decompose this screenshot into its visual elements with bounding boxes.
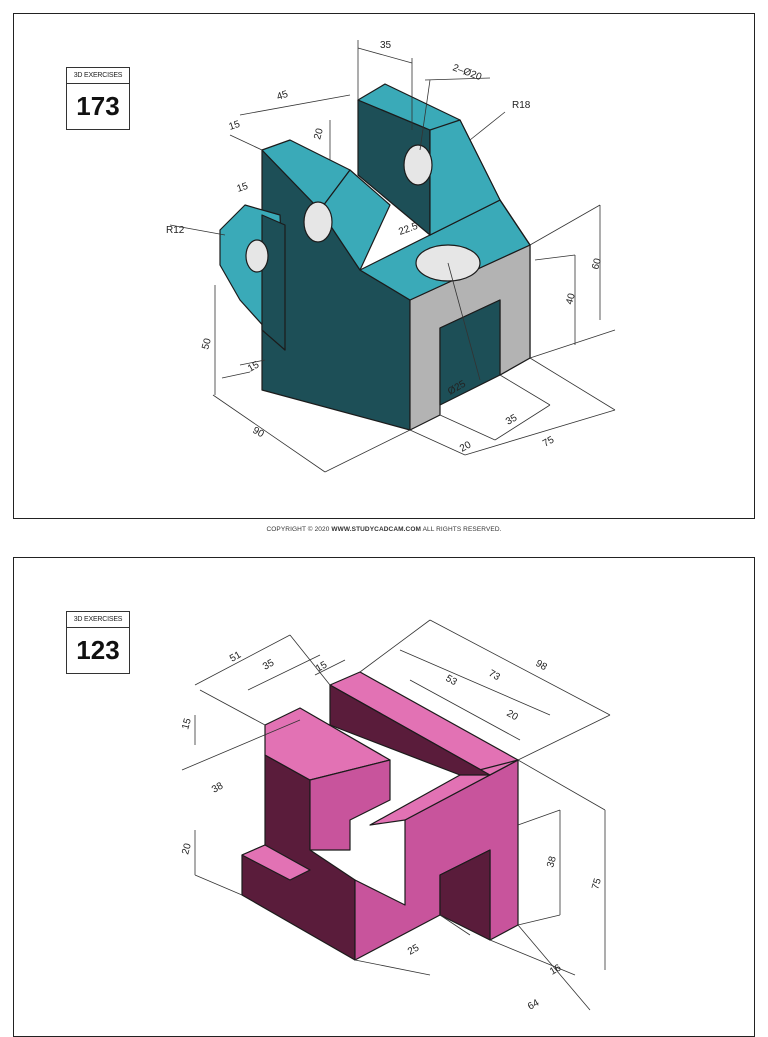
dim-label: 15: [236, 181, 250, 195]
dim-label: 15: [246, 359, 262, 374]
dim-label: 90: [251, 425, 267, 440]
dim-label: 75: [590, 877, 604, 891]
copyright-suffix: ALL RIGHTS RESERVED.: [422, 526, 502, 533]
dim-line: [194, 634, 331, 726]
dim-line: [229, 94, 351, 151]
dim-line: [469, 111, 506, 141]
dim-line: [447, 262, 481, 381]
exercise-number: 173: [76, 91, 120, 121]
part-123-body: [241, 671, 519, 961]
dim-line: [399, 649, 551, 741]
dim-line: [419, 77, 491, 151]
part-173-body: [219, 83, 531, 431]
dim-label: 25: [406, 942, 422, 957]
dim-label: 45: [276, 89, 290, 103]
part-173-hole-middle: [303, 201, 333, 243]
dim-label: 98: [534, 658, 550, 673]
part-123-inner-face: [309, 759, 391, 851]
dim-label: 73: [487, 668, 503, 683]
dim-label: 75: [541, 434, 557, 449]
badge-caption: 3D EXERCISES: [67, 68, 129, 84]
dim-label: 16: [548, 962, 564, 977]
copyright-site: WWW.STUDYCADCAM.COM: [331, 526, 422, 533]
dim-line: [169, 224, 226, 236]
dim-label: 60: [590, 257, 604, 271]
dim-line: [409, 357, 616, 456]
dim-label: 35: [261, 657, 277, 672]
dim-label: 20: [180, 842, 194, 856]
part-173-hole-lug: [245, 239, 269, 273]
dim-label: 38: [545, 855, 559, 869]
dim-line: [529, 204, 616, 359]
dim-label: 53: [444, 673, 460, 688]
part-173-lug-side: [261, 214, 286, 351]
part-173-dimension-labels: 35 2–Ø20 R18 45 15 20 15 R12 22.5 60 40 …: [166, 40, 604, 455]
exercise-number: 123: [76, 635, 120, 665]
dim-label: 15: [180, 717, 194, 731]
dim-label: 51: [228, 649, 244, 664]
dim-line: [354, 914, 576, 976]
dim-label: 64: [526, 997, 542, 1012]
dim-line: [221, 359, 266, 379]
part-123-dimension-lines: [181, 619, 611, 1011]
dim-label: 50: [200, 337, 214, 351]
part-173-hole-upper: [403, 144, 433, 186]
dim-label: 40: [564, 292, 578, 306]
dim-line: [517, 809, 561, 926]
dim-line: [247, 654, 346, 691]
dim-line: [517, 759, 606, 970]
copyright-prefix: COPYRIGHT © 2020: [266, 526, 330, 533]
dim-line: [194, 830, 243, 896]
part-173-front-rib-face: [319, 169, 391, 271]
dim-line: [359, 619, 611, 761]
dim-label: 20: [312, 127, 326, 141]
dim-label: R18: [512, 100, 531, 111]
dim-line: [181, 715, 301, 771]
part-123-dimension-labels: 51 35 15 98 73 53 20 15 38 20 38 75 25 1…: [180, 649, 604, 1012]
dim-label: 15: [228, 119, 242, 133]
dim-label: 35: [504, 412, 520, 427]
dim-label: 38: [210, 780, 226, 795]
part-173-rear-rib-face: [429, 119, 501, 236]
dim-label: 20: [458, 439, 474, 454]
dim-line: [212, 285, 411, 473]
badge-caption: 3D EXERCISES: [67, 612, 129, 628]
copyright-line: COPYRIGHT © 2020 WWW.STUDYCADCAM.COM ALL…: [0, 526, 768, 533]
exercise-badge: 3D EXERCISES 173: [66, 67, 130, 130]
part-173-dimension-lines: [169, 40, 616, 473]
dim-label: 15: [314, 659, 330, 674]
dim-line: [517, 924, 591, 1011]
part-123-rear-side: [329, 684, 491, 776]
dim-label: R12: [166, 225, 185, 236]
dim-label: 20: [505, 708, 521, 723]
exercise-badge: 3D EXERCISES 123: [66, 611, 130, 674]
part-123-step-left: [241, 844, 311, 881]
dim-label: 35: [380, 40, 392, 51]
dim-line: [357, 40, 413, 130]
